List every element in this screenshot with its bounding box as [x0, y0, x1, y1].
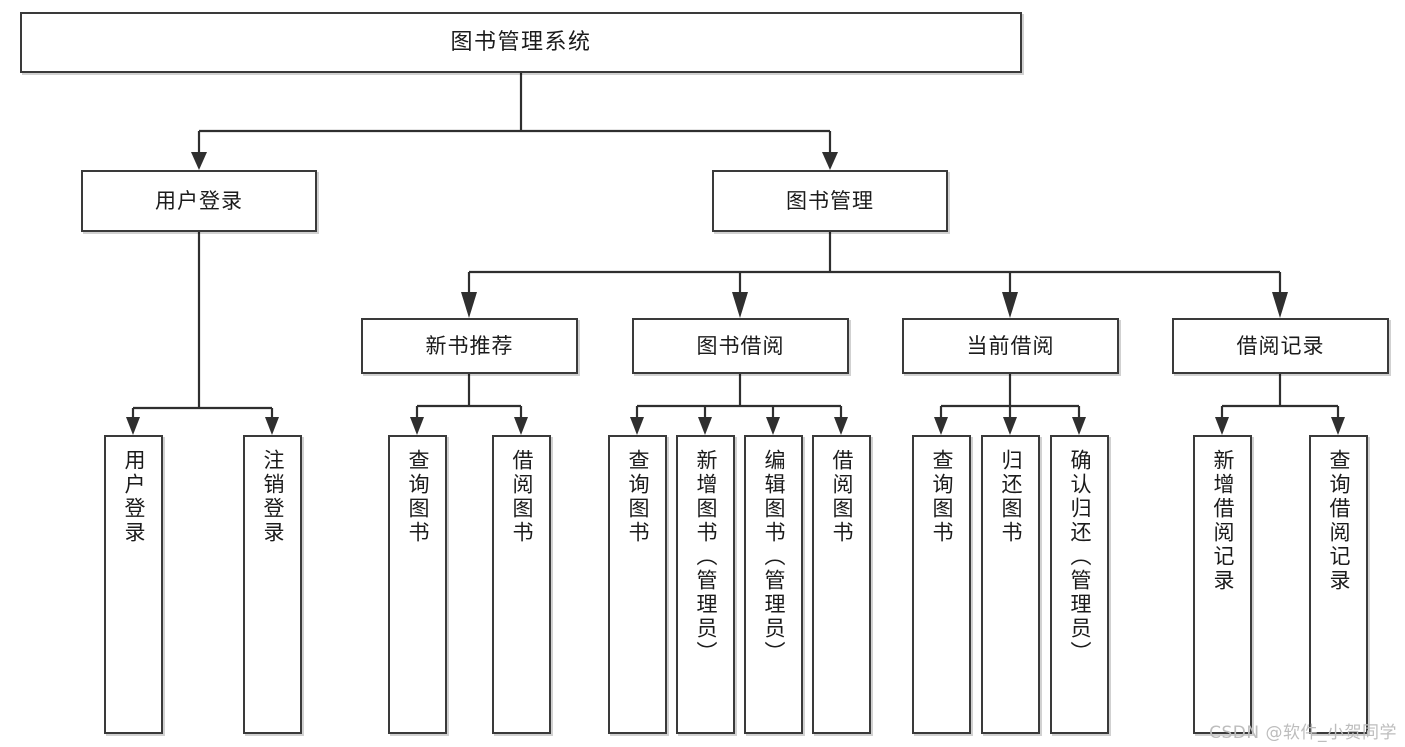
leaf-borrow-borrow-book-label: 借阅图书 — [830, 449, 854, 545]
node-borrow-record-label: 借阅记录 — [1236, 333, 1325, 358]
arrow-borrow-leaf-4 — [834, 417, 848, 435]
leaf-user-login-login[interactable]: 用户登录 — [104, 435, 163, 734]
arrow-bookmgmt-to-record — [1272, 292, 1288, 318]
node-current-borrow-label: 当前借阅 — [966, 333, 1055, 358]
leaf-borrow-query-book[interactable]: 查询图书 — [608, 435, 667, 734]
arrow-recommend-leaf-1 — [410, 417, 424, 435]
leaf-recommend-query-book-label: 查询图书 — [406, 449, 430, 545]
leaf-record-query-record[interactable]: 查询借阅记录 — [1309, 435, 1368, 734]
leaf-recommend-borrow-book-label: 借阅图书 — [510, 449, 534, 545]
leaf-user-login-logout-label: 注销登录 — [261, 449, 285, 545]
arrow-root-to-bookmgmt — [822, 152, 838, 170]
arrow-root-to-login — [191, 152, 207, 170]
leaf-current-return-book-label: 归还图书 — [999, 449, 1023, 545]
node-book-borrow[interactable]: 图书借阅 — [632, 318, 849, 374]
arrow-borrow-leaf-1 — [630, 417, 644, 435]
leaf-recommend-borrow-book[interactable]: 借阅图书 — [492, 435, 551, 734]
node-user-login-label: 用户登录 — [155, 188, 243, 213]
leaf-borrow-query-book-label: 查询图书 — [626, 449, 650, 545]
arrow-borrow-leaf-3 — [766, 417, 780, 435]
node-borrow-record[interactable]: 借阅记录 — [1172, 318, 1389, 374]
csdn-watermark: CSDN @软件_小贺同学 — [1209, 723, 1397, 743]
node-new-book-recommend-label: 新书推荐 — [425, 333, 514, 358]
arrow-bookmgmt-to-current — [1002, 292, 1018, 318]
arrow-current-leaf-2 — [1003, 417, 1017, 435]
node-root[interactable]: 图书管理系统 — [20, 12, 1022, 73]
leaf-record-query-record-label: 查询借阅记录 — [1327, 449, 1351, 593]
node-new-book-recommend[interactable]: 新书推荐 — [361, 318, 578, 374]
node-book-borrow-label: 图书借阅 — [696, 333, 785, 358]
leaf-record-add-record-label: 新增借阅记录 — [1211, 449, 1235, 593]
leaf-current-return-book[interactable]: 归还图书 — [981, 435, 1040, 734]
arrow-recommend-leaf-2 — [514, 417, 528, 435]
arrow-record-leaf-1 — [1215, 417, 1229, 435]
leaf-user-login-login-label: 用户登录 — [122, 449, 146, 545]
leaf-borrow-edit-book-admin-label: 编辑图书（管理员） — [762, 449, 786, 665]
leaf-borrow-add-book-admin[interactable]: 新增图书（管理员） — [676, 435, 735, 734]
arrow-current-leaf-3 — [1072, 417, 1086, 435]
arrow-login-leaf-2 — [265, 417, 279, 435]
node-root-label: 图书管理系统 — [450, 29, 592, 55]
node-user-login[interactable]: 用户登录 — [81, 170, 317, 232]
leaf-user-login-logout[interactable]: 注销登录 — [243, 435, 302, 734]
node-book-management[interactable]: 图书管理 — [712, 170, 948, 232]
node-current-borrow[interactable]: 当前借阅 — [902, 318, 1119, 374]
leaf-current-confirm-return-admin-label: 确认归还（管理员） — [1068, 449, 1092, 665]
leaf-current-confirm-return-admin[interactable]: 确认归还（管理员） — [1050, 435, 1109, 734]
leaf-borrow-add-book-admin-label: 新增图书（管理员） — [694, 449, 718, 665]
arrow-record-leaf-2 — [1331, 417, 1345, 435]
leaf-record-add-record[interactable]: 新增借阅记录 — [1193, 435, 1252, 734]
leaf-recommend-query-book[interactable]: 查询图书 — [388, 435, 447, 734]
arrow-borrow-leaf-2 — [698, 417, 712, 435]
arrow-bookmgmt-to-recommend — [461, 292, 477, 318]
leaf-current-query-book[interactable]: 查询图书 — [912, 435, 971, 734]
arrow-bookmgmt-to-borrow — [732, 292, 748, 318]
leaf-borrow-borrow-book[interactable]: 借阅图书 — [812, 435, 871, 734]
arrow-current-leaf-1 — [934, 417, 948, 435]
node-book-management-label: 图书管理 — [786, 188, 874, 213]
arrow-login-leaf-1 — [126, 417, 140, 435]
leaf-borrow-edit-book-admin[interactable]: 编辑图书（管理员） — [744, 435, 803, 734]
leaf-current-query-book-label: 查询图书 — [930, 449, 954, 545]
